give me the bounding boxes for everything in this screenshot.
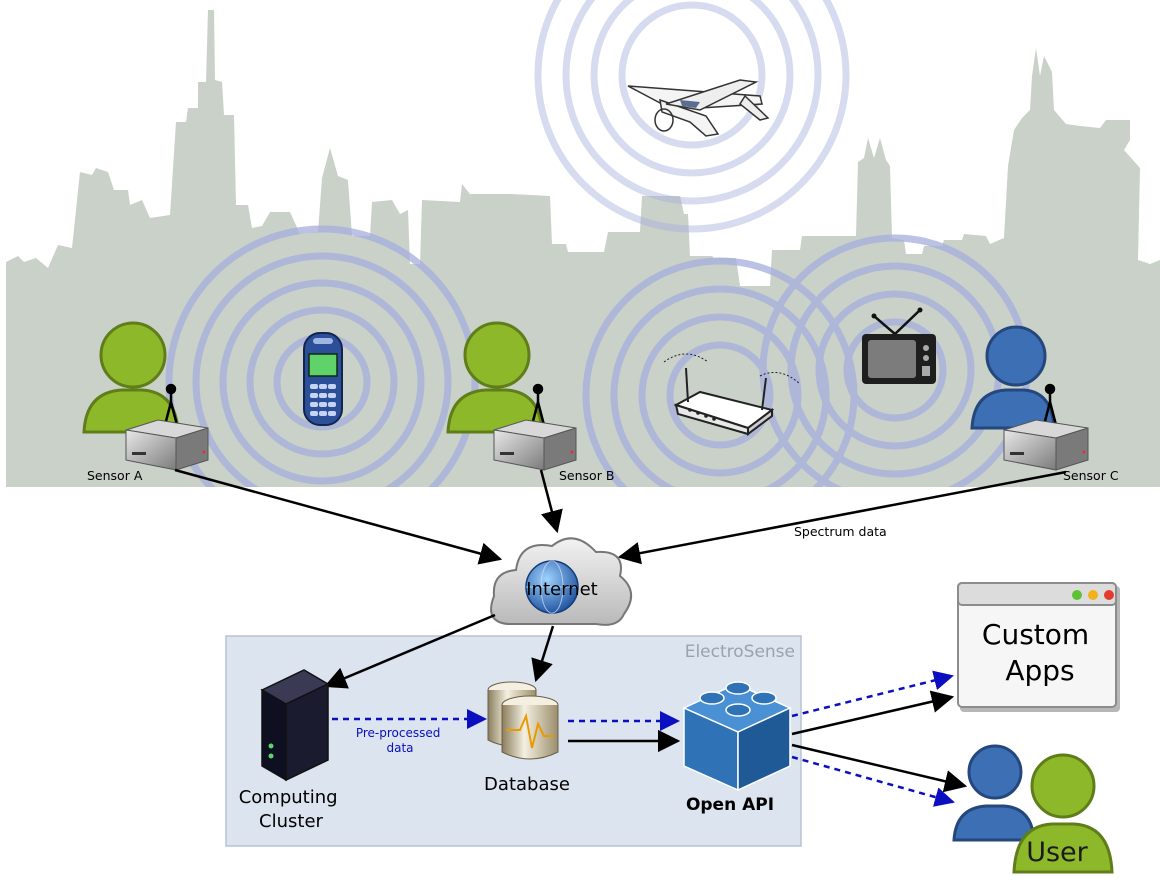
sensor-a-label: Sensor A <box>87 468 143 483</box>
arrow-api-apps-dashed <box>791 670 954 718</box>
internet-label: Internet <box>526 579 597 600</box>
television-icon <box>862 307 936 384</box>
output-arrows <box>791 670 968 807</box>
internet-arrows <box>323 613 555 689</box>
preprocessed-label-line: data <box>386 741 413 755</box>
user-group-icon <box>952 744 1114 874</box>
spectrum-data-label: Spectrum data <box>794 524 887 539</box>
globe-icon <box>525 560 579 614</box>
sensor-b-label: Sensor B <box>559 468 614 483</box>
computing-cluster-label: Computing Cluster <box>239 787 344 832</box>
airplane-waves <box>534 0 850 233</box>
computing-cluster-label-line: Cluster <box>259 811 323 832</box>
sensor-site-c <box>970 325 1089 471</box>
person-icon <box>970 325 1056 430</box>
preprocessed-label: Pre-processed data <box>356 726 444 755</box>
server-icon <box>260 669 330 782</box>
database-icon <box>487 681 559 760</box>
mobile-phone-icon <box>303 332 343 426</box>
sensor-site-a <box>82 321 209 471</box>
person-icon <box>446 321 544 434</box>
phone-waves <box>165 225 479 539</box>
wifi-router-icon <box>663 353 801 436</box>
platform-brand-label: ElectroSense <box>685 642 795 662</box>
sensor-c-label: Sensor C <box>1063 468 1119 483</box>
arrow-sensor-a-internet <box>174 468 503 565</box>
database-label: Database <box>484 774 570 795</box>
arrow-api-apps <box>791 690 955 736</box>
sensor-box-icon <box>125 419 209 471</box>
sensor-arrows <box>174 468 1067 565</box>
preprocessed-label-line: Pre-processed <box>356 726 441 740</box>
arrow-internet-database <box>531 625 555 683</box>
antenna-icon <box>530 383 546 426</box>
arrow-sensor-b-internet <box>539 469 563 534</box>
open-api-label: Open API <box>686 795 774 815</box>
custom-apps-label: Custom Apps <box>982 618 1098 687</box>
sensor-site-b <box>446 321 577 471</box>
arrow-internet-cluster <box>323 613 496 689</box>
airplane-icon <box>627 79 770 137</box>
arrow-api-user-dashed <box>791 755 955 807</box>
tv-waves <box>759 234 1031 506</box>
sensor-box-icon <box>1003 419 1089 471</box>
computing-cluster-label-line: Computing <box>239 787 338 808</box>
arrow-api-user <box>791 743 968 793</box>
sensor-box-icon <box>493 419 577 471</box>
user-label: User <box>1026 837 1088 868</box>
custom-apps-label-line: Custom <box>982 618 1089 651</box>
api-block-icon <box>682 681 792 792</box>
app-window-icon <box>957 582 1120 712</box>
custom-apps-label-line: Apps <box>1005 654 1074 687</box>
arrow-sensor-c-internet <box>617 470 1067 565</box>
